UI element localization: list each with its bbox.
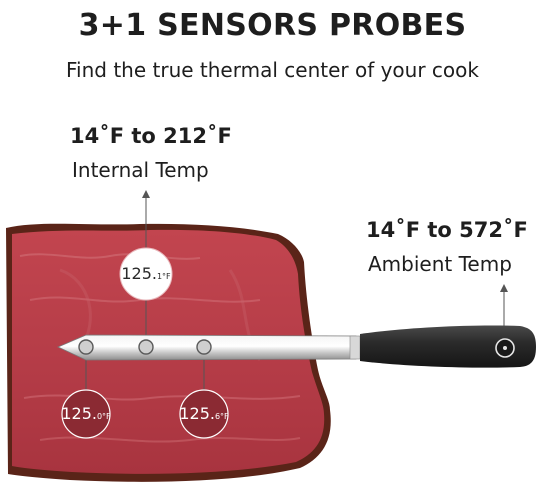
ambient-label: Ambient Temp	[368, 252, 512, 276]
reading-right-unit: 6°F	[214, 412, 229, 421]
reading-top: 125.1°F	[118, 264, 174, 283]
internal-range: 14˚F to 212˚F	[70, 124, 232, 148]
page-title: 3+1 SENSORS PROBES	[78, 8, 467, 43]
internal-label: Internal Temp	[72, 158, 209, 182]
reading-left-unit: 0°F	[96, 412, 111, 421]
page-subtitle: Find the true thermal center of your coo…	[66, 58, 479, 82]
reading-bubble-top	[119, 247, 173, 301]
ambient-range: 14˚F to 572˚F	[366, 218, 528, 242]
reading-top-unit: 1°F	[156, 272, 171, 281]
reading-bubble-right	[179, 389, 229, 439]
reading-bubble-left	[61, 389, 111, 439]
sensor-dot-icon	[78, 339, 94, 355]
reading-top-value: 125.	[121, 264, 157, 283]
sensor-dot-icon	[196, 339, 212, 355]
reading-right: 125.6°F	[176, 404, 232, 423]
reading-left-value: 125.	[61, 404, 97, 423]
thermometer-probe-icon	[57, 325, 536, 368]
reading-right-value: 125.	[179, 404, 215, 423]
sensor-dot-icon	[138, 339, 154, 355]
reading-left: 125.0°F	[58, 404, 114, 423]
